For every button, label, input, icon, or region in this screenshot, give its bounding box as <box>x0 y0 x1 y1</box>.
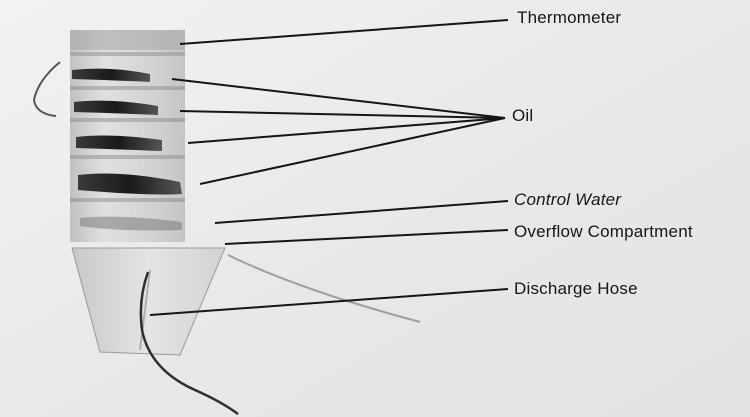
overflow-compartment-label: Overflow Compartment <box>514 222 693 242</box>
discharge-hose-label: Discharge Hose <box>514 279 638 299</box>
stacked-tank <box>70 30 185 242</box>
oil-label: Oil <box>512 106 533 126</box>
control-water-label: Control Water <box>514 190 621 210</box>
thermometer-label: Thermometer <box>517 8 621 28</box>
